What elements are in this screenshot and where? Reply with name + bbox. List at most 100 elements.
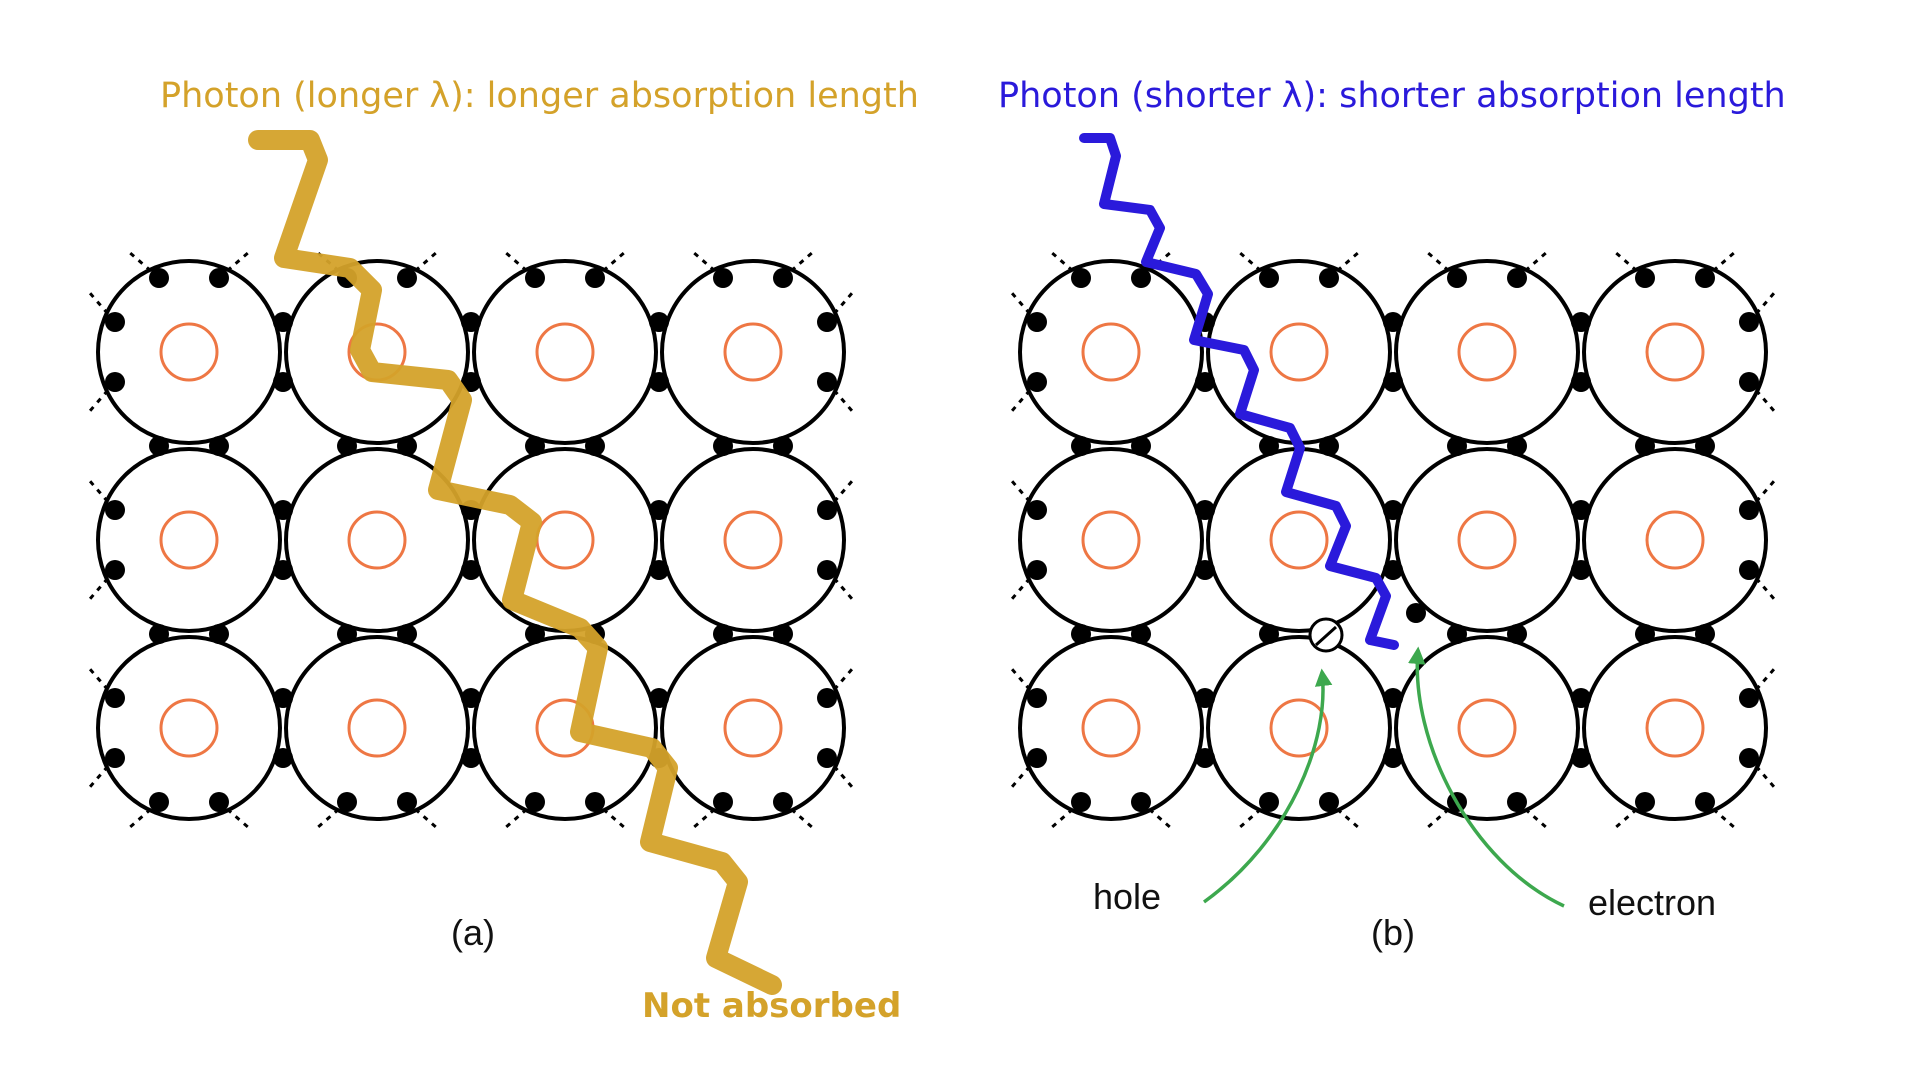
photon-short-wavelength [1079,133,1399,650]
bond-electron [1195,688,1215,708]
dangling-bond [782,800,814,830]
panel-a-caption: (a) [451,912,495,953]
bond-electron [1195,748,1215,768]
atom-nucleus [1457,510,1517,570]
dangling-bond [87,667,117,699]
atom-nucleus [1645,510,1705,570]
photon-long-wavelength [248,130,782,995]
dangling-bond [1009,757,1039,789]
bond-electron [1571,500,1591,520]
dangling-bond [504,250,536,280]
dangling-bond [1747,479,1777,511]
electron-arrow [1408,646,1565,908]
atom-nucleus [1269,322,1329,382]
atom-bond-ring [96,259,282,445]
dangling-bond [87,757,117,789]
atom-bond-ring [1582,259,1768,445]
atom-nucleus [159,510,219,570]
dangling-bond [1747,291,1777,323]
atom-bond-ring [660,635,846,821]
atom-nucleus [159,322,219,382]
dangling-bond [218,250,250,280]
atom-bond-ring [1394,447,1580,633]
bond-electron [773,624,793,644]
bond-electron [337,624,357,644]
not-absorbed-label: Not absorbed [642,986,902,1026]
bond-electron [1383,748,1403,768]
bond-electron [209,624,229,644]
atom-nucleus [1269,510,1329,570]
dangling-bond [1747,381,1777,413]
dangling-bond [1516,800,1548,830]
atom-bond-ring [96,635,282,821]
bond-electron [649,560,669,580]
bond-electron [525,436,545,456]
dangling-bond [1614,800,1646,830]
dangling-bond [316,800,348,830]
atom-bond-ring [660,259,846,445]
dangling-bond [128,250,160,280]
atom-bond-ring [472,259,658,445]
bond-electron [1383,312,1403,332]
bond-electron [273,312,293,332]
hole-label: hole [1093,876,1162,917]
bond-electron [1571,312,1591,332]
photon-layer [248,130,1565,995]
lattice-b [1009,250,1777,830]
dangling-bond [782,250,814,280]
bond-electron [461,688,481,708]
bond-electron [397,624,417,644]
bond-electron [1635,436,1655,456]
bond-electron [1447,436,1467,456]
bond-electron [1571,560,1591,580]
bond-electron [273,372,293,392]
atom-nucleus [723,510,783,570]
atom-bond-ring [1582,635,1768,821]
lattice-a [87,250,855,830]
dangling-bond [406,250,438,280]
bond-electron [149,436,169,456]
dangling-bond [87,479,117,511]
atom-nucleus [347,510,407,570]
bond-electron [1695,624,1715,644]
bond-electron [1195,500,1215,520]
atom-nucleus [1081,698,1141,758]
dangling-bond [1747,569,1777,601]
dangling-bond [1328,250,1360,280]
atom-bond-ring [1018,447,1204,633]
atom-bond-ring [284,447,470,633]
bond-electron [649,372,669,392]
bond-electron [1507,624,1527,644]
dangling-bond [1050,800,1082,830]
bond-electron [1319,436,1339,456]
bond-electron [649,312,669,332]
dangling-bond [825,479,855,511]
bond-electron [337,436,357,456]
bond-electron [1383,372,1403,392]
dangling-bond [1238,250,1270,280]
atom-nucleus [1457,322,1517,382]
bond-electron [397,436,417,456]
bond-electron [273,500,293,520]
bond-electron [1383,688,1403,708]
dangling-bond [692,250,724,280]
dangling-bond [87,291,117,323]
atom-bond-ring [1206,635,1392,821]
bond-electron [1635,624,1655,644]
dangling-bond [1704,800,1736,830]
atom-bond-ring [1018,635,1204,821]
atom-bond-ring [284,259,470,445]
bond-electron [1131,624,1151,644]
atom-bond-ring [1394,635,1580,821]
dangling-bond [1328,800,1360,830]
dangling-bond [1747,757,1777,789]
dangling-bond [825,757,855,789]
dangling-bond [692,800,724,830]
bond-electron [461,748,481,768]
bond-electron [1071,436,1091,456]
panel-b-title: Photon (shorter λ): shorter absorption l… [998,76,1786,116]
dangling-bond [1516,250,1548,280]
bond-electron [273,560,293,580]
bond-electron [273,688,293,708]
